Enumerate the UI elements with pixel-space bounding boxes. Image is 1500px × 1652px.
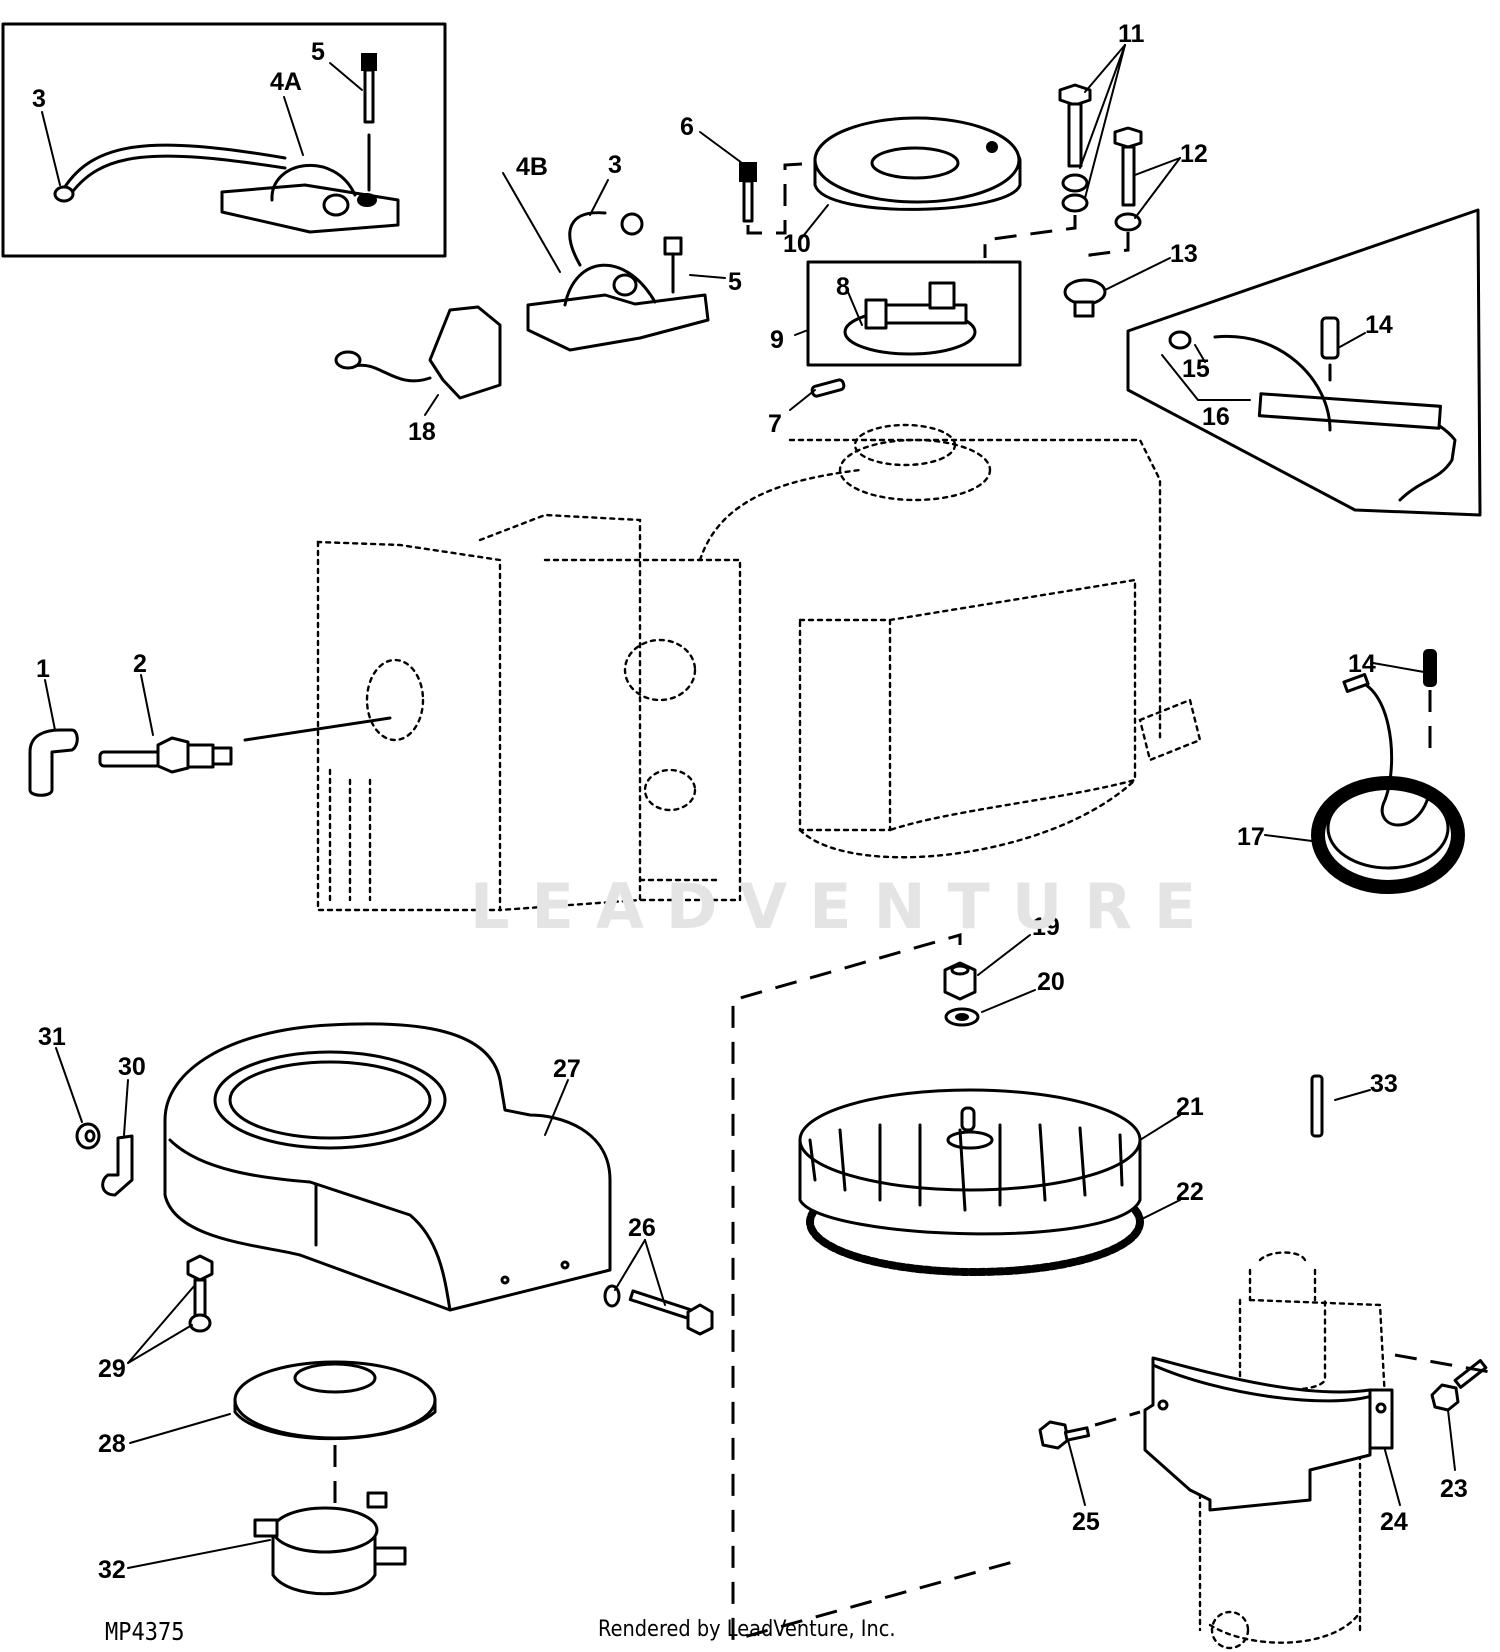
part-18-ignition-module[interactable] bbox=[334, 305, 502, 400]
part-2-spark-plug[interactable] bbox=[98, 736, 233, 774]
part-29-screw-washer[interactable] bbox=[186, 1254, 214, 1333]
callout-2: 2 bbox=[133, 650, 147, 678]
callout-13: 13 bbox=[1170, 240, 1198, 268]
callout-23: 23 bbox=[1440, 1475, 1468, 1503]
callout-22: 22 bbox=[1176, 1178, 1204, 1206]
callout-15: 15 bbox=[1182, 355, 1210, 383]
callout-11: 11 bbox=[1118, 20, 1145, 48]
inset-box-4a: 3 4A 5 bbox=[1, 22, 447, 258]
callout-16: 16 bbox=[1202, 403, 1230, 431]
callout-7: 7 bbox=[768, 410, 782, 438]
part-19-nut[interactable] bbox=[943, 961, 977, 1001]
callout-5: 5 bbox=[311, 38, 325, 66]
part-24-starter-bracket[interactable] bbox=[1143, 1356, 1394, 1512]
part-3-lead-wire-b[interactable] bbox=[568, 211, 644, 267]
part-25-flange-screw[interactable] bbox=[1038, 1410, 1141, 1450]
part-1-spark-plug-boot[interactable] bbox=[28, 728, 79, 797]
callout-4b: 4B bbox=[516, 153, 548, 181]
part-23-cap-screw[interactable] bbox=[1394, 1353, 1491, 1412]
callout-19: 19 bbox=[1032, 913, 1060, 941]
part-16-alternator-stator-variant[interactable] bbox=[1168, 330, 1457, 502]
part-5-screw-a[interactable] bbox=[361, 53, 377, 192]
callout-26: 26 bbox=[628, 1214, 656, 1242]
part-28-rotating-screen[interactable] bbox=[233, 1360, 437, 1441]
callout-3: 3 bbox=[32, 85, 46, 113]
part-14-screw[interactable] bbox=[1423, 649, 1437, 760]
callout-14: 14 bbox=[1365, 311, 1393, 339]
callout-25: 25 bbox=[1072, 1508, 1100, 1536]
callout-27: 27 bbox=[553, 1055, 581, 1083]
callout-1: 1 bbox=[36, 655, 50, 683]
part-10-cover[interactable] bbox=[813, 116, 1022, 211]
callout-31: 31 bbox=[38, 1023, 66, 1051]
callout-6: 6 bbox=[680, 113, 694, 141]
part-33-key[interactable] bbox=[1310, 1074, 1324, 1138]
part-3-lead-wire-a[interactable] bbox=[53, 143, 287, 203]
part-31-washer[interactable] bbox=[75, 1122, 101, 1150]
inset-box-16 bbox=[1126, 208, 1482, 517]
part-5-screw-b[interactable] bbox=[663, 236, 683, 294]
callout-20: 20 bbox=[1037, 968, 1065, 996]
render-credit: Rendered by LeadVenture, Inc. bbox=[598, 1617, 896, 1642]
callout-8: 8 bbox=[836, 273, 850, 301]
callout-12: 12 bbox=[1180, 140, 1208, 168]
part-4b-ignition-coil[interactable] bbox=[526, 263, 710, 352]
callout-14: 14 bbox=[1348, 650, 1376, 678]
callout-9: 9 bbox=[770, 326, 784, 354]
part-8-breaker-points[interactable] bbox=[843, 281, 977, 356]
part-6-flange-screw[interactable] bbox=[739, 162, 757, 223]
part-30-clip[interactable] bbox=[101, 1134, 134, 1197]
callout-17: 17 bbox=[1237, 823, 1265, 851]
callout-32: 32 bbox=[98, 1556, 126, 1584]
part-17-alternator-stator[interactable] bbox=[1311, 673, 1465, 894]
part-7-push-rod[interactable] bbox=[810, 378, 846, 398]
callout-28: 28 bbox=[98, 1430, 126, 1458]
drawing-id: MP4375 bbox=[105, 1618, 185, 1647]
callout-10: 10 bbox=[783, 230, 811, 258]
callout-30: 30 bbox=[118, 1053, 146, 1081]
part-21-flywheel[interactable] bbox=[798, 1088, 1142, 1236]
part-4a-ignition-coil[interactable] bbox=[220, 163, 400, 234]
engine-block-phantom bbox=[316, 423, 1202, 912]
callout-33: 33 bbox=[1370, 1070, 1398, 1098]
part-13-condenser[interactable] bbox=[1063, 278, 1107, 318]
part-27-blower-housing[interactable] bbox=[163, 1022, 612, 1312]
callout-4a: 4A bbox=[270, 68, 302, 96]
part-14-screw[interactable] bbox=[1320, 316, 1340, 382]
callout-24: 24 bbox=[1380, 1508, 1408, 1536]
part-11-bolt-washers[interactable] bbox=[1058, 83, 1092, 213]
part-20-washer[interactable] bbox=[944, 1007, 980, 1027]
part-32-screen-guard[interactable] bbox=[253, 1491, 407, 1596]
callout-18: 18 bbox=[408, 418, 436, 446]
part-12-bolt-washer[interactable] bbox=[1113, 126, 1143, 232]
callout-5: 5 bbox=[728, 268, 742, 296]
callout-3: 3 bbox=[608, 151, 622, 179]
part-9-breaker-point-kit[interactable] bbox=[806, 260, 1022, 367]
part-26-screw-washer[interactable] bbox=[603, 1284, 714, 1336]
callout-21: 21 bbox=[1176, 1093, 1204, 1121]
callout-29: 29 bbox=[98, 1355, 126, 1383]
